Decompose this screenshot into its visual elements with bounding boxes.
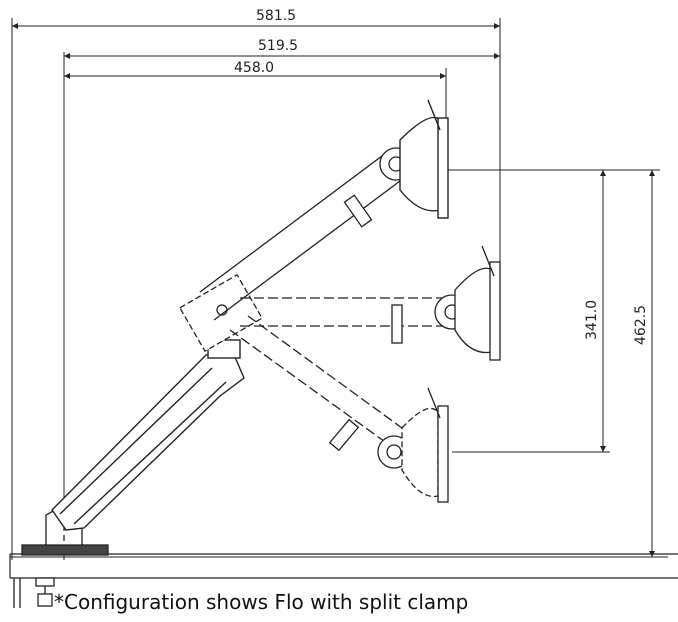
middle-arm-hardware	[391, 245, 501, 361]
dimension-label-519-5: 519.5	[258, 38, 298, 54]
dimension-label-341-0: 341.0	[584, 300, 600, 340]
dimension-label-458-0: 458.0	[234, 60, 274, 76]
figure-caption: *Configuration shows Flo with split clam…	[54, 590, 469, 614]
lower-arm	[51, 339, 245, 531]
dimension-label-581-5: 581.5	[256, 8, 296, 24]
elbow-joint	[179, 273, 263, 353]
lowered-arm-hardware	[328, 387, 449, 503]
dimension-lines	[10, 18, 668, 560]
upper-arm-middle	[240, 297, 445, 327]
desk	[9, 553, 678, 579]
upper-arm-lowered	[229, 315, 403, 445]
monitor-head-raised	[399, 99, 449, 219]
dimension-label-462-5: 462.5	[633, 305, 649, 345]
